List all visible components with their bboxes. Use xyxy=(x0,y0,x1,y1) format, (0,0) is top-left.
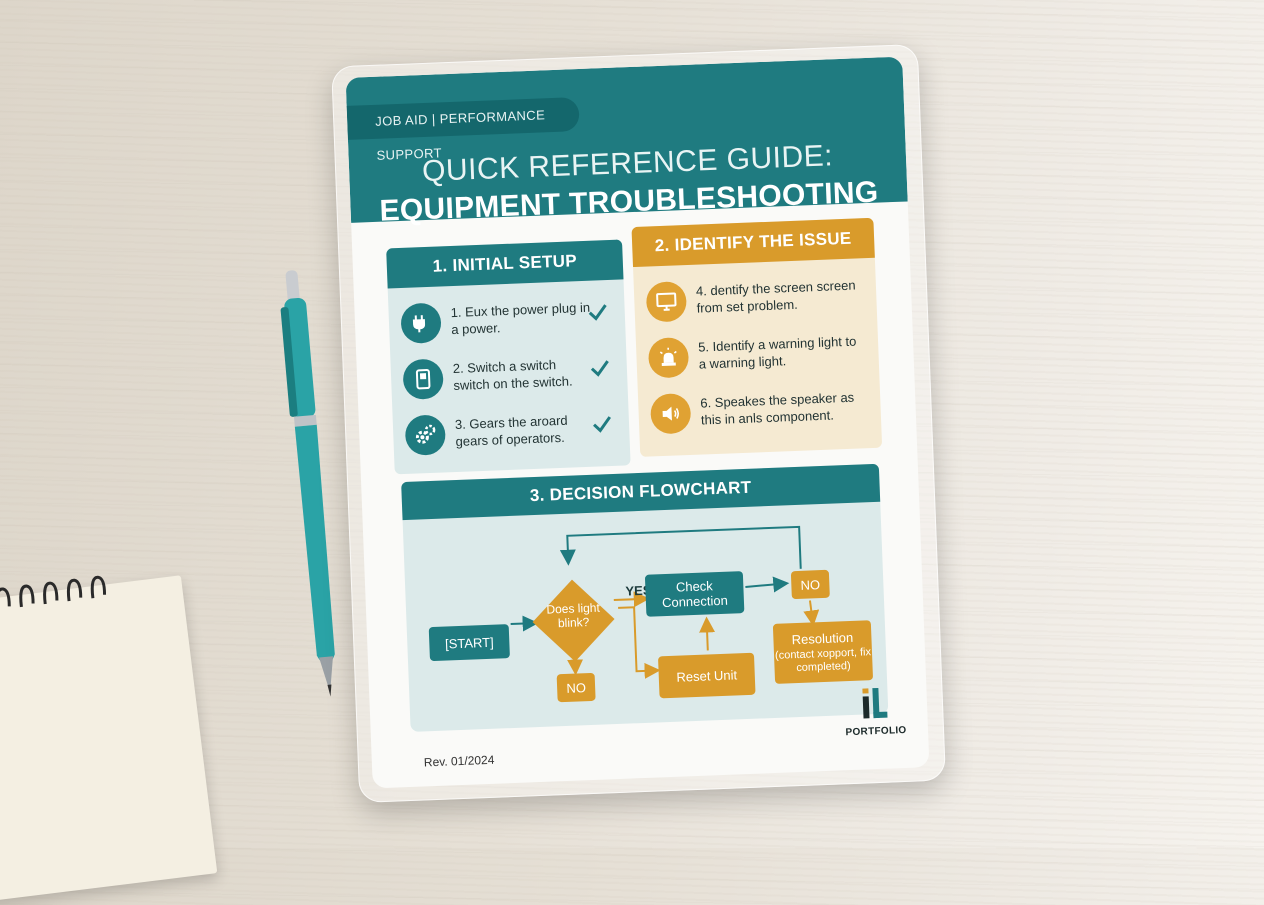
flow-resolution-title: Resolution xyxy=(791,629,854,647)
setup-step-1: 1. Eux the power plug in a power. xyxy=(400,292,622,350)
logo-label: PORTFOLIO xyxy=(845,724,907,739)
identify-issue-panel: 2. IDENTIFY THE ISSUE 4. dentify the scr… xyxy=(631,217,883,457)
flow-start-node: [START] xyxy=(428,624,510,662)
setup-step-2: 2. Switch a switch switch on the switch. xyxy=(402,348,624,406)
identify-step-6: 6. Speakes the speaker as this in anls c… xyxy=(649,382,872,440)
identify-step-4: 4. dentify the screen screen from set pr… xyxy=(645,270,867,328)
logo-mark-icon xyxy=(862,687,888,719)
checkmark-icon xyxy=(593,416,611,433)
setup-step-1-text: 1. Eux the power plug in a power. xyxy=(450,299,591,338)
flow-no-node-top: NO xyxy=(790,569,830,600)
switch-icon xyxy=(402,358,444,400)
notebook-rings xyxy=(0,575,107,611)
setup-step-2-text: 2. Switch a switch switch on the switch. xyxy=(452,357,573,394)
revision-label: Rev. 01/2024 xyxy=(423,752,495,770)
warning-light-icon xyxy=(647,337,690,379)
decision-flowchart-panel: 3. DECISION FLOWCHART xyxy=(401,463,889,732)
checkmark-icon xyxy=(590,360,609,377)
speaker-icon xyxy=(649,392,692,435)
flow-reset-unit-node: Reset Unit xyxy=(657,652,756,699)
job-aid-card: JOB AID | PERFORMANCE SUPPORT QUICK REFE… xyxy=(331,43,946,803)
identify-issue-heading: 2. IDENTIFY THE ISSUE xyxy=(631,217,875,268)
setup-step-3: 3. Gears the aroard gears of operators. xyxy=(404,403,626,461)
portfolio-logo: PORTFOLIO xyxy=(839,685,911,748)
identify-step-4-text: 4. dentify the screen screen from set pr… xyxy=(695,277,856,316)
flow-resolution-node: Resolution (contact xopport, fix complet… xyxy=(772,620,874,684)
flow-resolution-detail: (contact xopport, fix completed) xyxy=(774,645,872,674)
setup-step-3-text: 3. Gears the aroard gears of operators. xyxy=(454,412,568,449)
pen xyxy=(280,270,335,697)
flowchart-connectors xyxy=(510,525,820,679)
desk-surface: JOB AID | PERFORMANCE SUPPORT QUICK REFE… xyxy=(0,43,946,905)
identify-step-6-text: 6. Speakes the speaker as this in anls c… xyxy=(700,389,855,428)
identify-step-5-text: 5. Identify a warning light to a warning… xyxy=(697,333,857,372)
monitor-icon xyxy=(645,281,688,323)
plug-icon xyxy=(400,302,442,344)
spiral-notebook xyxy=(0,575,218,905)
initial-setup-heading: 1. INITIAL SETUP xyxy=(386,239,624,289)
job-aid-tag: JOB AID | PERFORMANCE SUPPORT xyxy=(346,97,580,163)
checkmark-icon xyxy=(588,304,607,321)
flow-check-connection-node: Check Connection xyxy=(644,571,745,617)
initial-setup-panel: 1. INITIAL SETUP 1. Eux the power plug i… xyxy=(386,239,631,475)
reference-sheet: JOB AID | PERFORMANCE SUPPORT QUICK REFE… xyxy=(345,56,930,789)
card-header: JOB AID | PERFORMANCE SUPPORT QUICK REFE… xyxy=(345,56,908,228)
flow-decision-label: Does light blink? xyxy=(546,600,601,631)
flow-no-node-bottom: NO xyxy=(556,672,596,703)
gears-icon xyxy=(404,414,447,456)
identify-step-5: 5. Identify a warning light to a warning… xyxy=(647,326,870,384)
